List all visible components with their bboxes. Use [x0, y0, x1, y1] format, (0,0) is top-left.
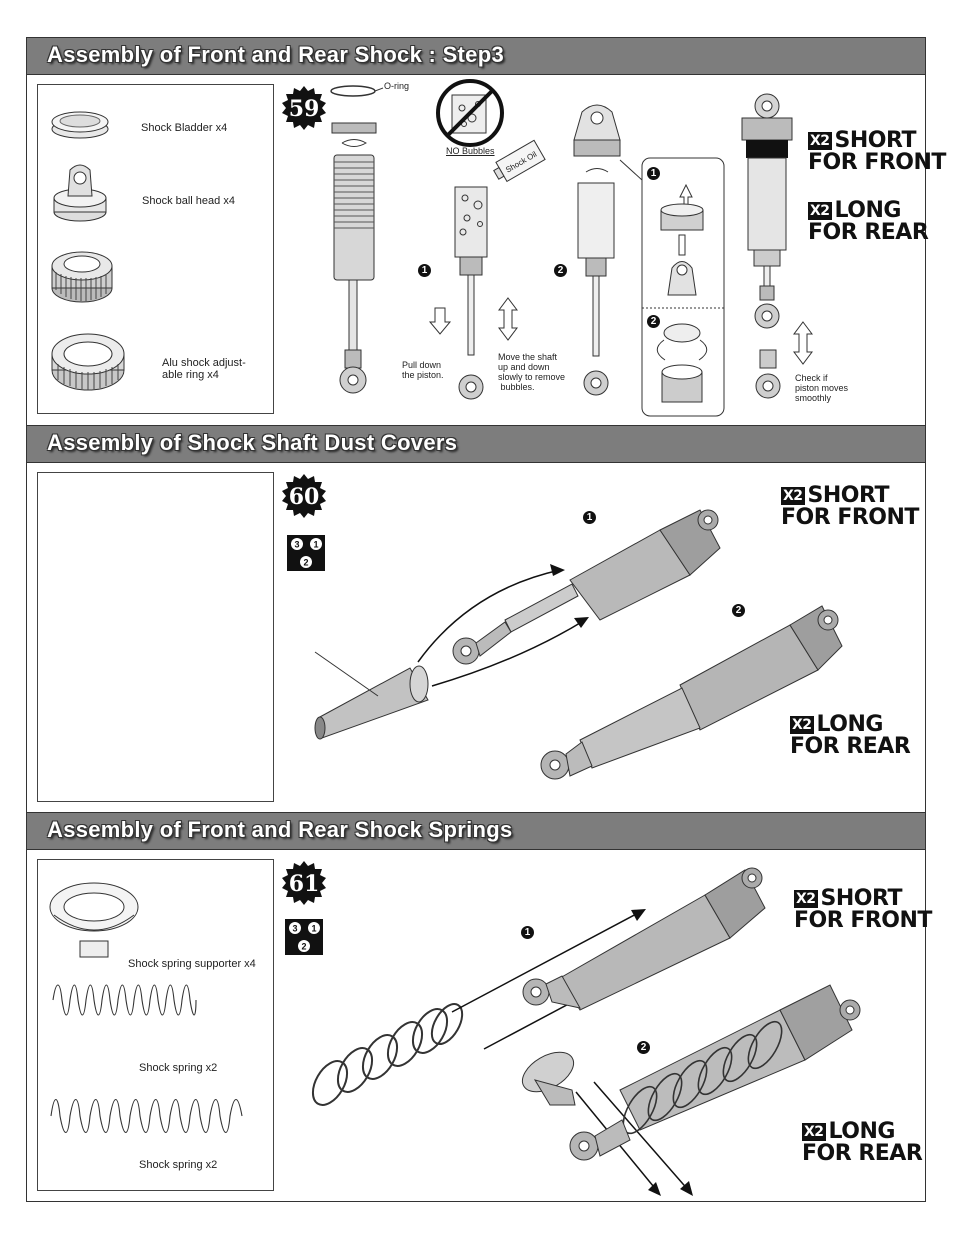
part-label-spring-supporter: Shock spring supporter x4: [128, 958, 256, 970]
section-title: Assembly of Shock Shaft Dust Covers: [47, 430, 458, 455]
step-61-badge: 61: [282, 861, 326, 905]
shock-bladder-image: [51, 111, 109, 139]
svg-text:2: 2: [303, 558, 308, 568]
shock-1-number-61: 1: [521, 926, 534, 939]
section-title: Assembly of Front and Rear Shock Springs: [47, 817, 513, 842]
svg-text:3: 3: [294, 540, 299, 550]
sub-step-2: 2: [554, 264, 567, 277]
svg-text:1: 1: [313, 540, 318, 550]
shock-2-number: 2: [732, 604, 745, 617]
no-bubbles-icon: [436, 79, 504, 147]
sequence-icon-61: 3 1 2: [285, 919, 323, 955]
dust-cover-image: [314, 665, 429, 740]
move-shaft-text: Move the shaft up and down slowly to rem…: [498, 352, 566, 392]
detail-step-1: 1: [647, 167, 660, 180]
section-title: Assembly of Front and Rear Shock : Step3: [47, 42, 504, 67]
svg-text:3: 3: [292, 924, 297, 934]
part-label-short-spring: Shock spring x2: [139, 1062, 218, 1074]
check-piston-text: Check if piston moves smoothly: [795, 373, 849, 403]
step-59-badge: 59: [282, 86, 326, 130]
svg-text:61: 61: [289, 871, 320, 897]
adjust-nut-image: [51, 251, 113, 303]
svg-text:2: 2: [301, 942, 306, 952]
shock-1-image: [452, 509, 721, 665]
shock-1-number: 1: [583, 511, 596, 524]
free-spring-image: [311, 1003, 464, 1106]
part-label-long-spring: Shock spring x2: [139, 1159, 218, 1171]
spring-parts-illustrations: [49, 882, 243, 1134]
ball-head-image: [53, 164, 107, 222]
parts-illustrations: [51, 111, 125, 391]
step-60-badge: 60: [282, 474, 326, 518]
short-spring-image: [52, 984, 197, 1016]
parts-box-step59: Shock Bladder x4 Shock ball head x4 Alu …: [37, 84, 274, 414]
detail-step-2: 2: [647, 315, 660, 328]
shock-cap-image: [331, 122, 377, 134]
section-header-dust-covers: Assembly of Shock Shaft Dust Covers: [26, 425, 926, 463]
section-header-shock-step3: Assembly of Front and Rear Shock : Step3: [26, 37, 926, 75]
parts-box-step60: [37, 472, 274, 802]
part-label-ball-head: Shock ball head x4: [142, 195, 235, 207]
shock-2-image: [540, 605, 843, 780]
shock-2-number-61: 2: [637, 1041, 650, 1054]
parts-box-step61: Shock spring supporter x4 Shock spring x…: [37, 859, 274, 1191]
section-header-shock-springs: Assembly of Front and Rear Shock Springs: [26, 812, 926, 850]
o-ring-label: O-ring: [384, 81, 410, 91]
supporter-cup-image: [521, 1051, 576, 1106]
part-label-alu-ring: Alu shock adjust- able ring x4: [162, 357, 246, 381]
sub-step-1: 1: [418, 264, 431, 277]
alu-ring-image: [51, 333, 125, 391]
shock-1-long-image: [522, 867, 766, 1011]
svg-text:60: 60: [289, 484, 320, 510]
shock-2-spring-image: [569, 984, 861, 1161]
sequence-icon-60: 3 1 2: [287, 535, 325, 571]
pull-down-text: Pull down the piston.: [402, 360, 444, 380]
svg-text:1: 1: [311, 924, 316, 934]
step-number: 59: [289, 96, 320, 122]
no-bubbles-label: NO Bubbles: [446, 146, 495, 156]
long-spring-image: [50, 1098, 243, 1134]
spring-supporter-image: [49, 882, 139, 958]
part-label-bladder: Shock Bladder x4: [141, 122, 228, 134]
